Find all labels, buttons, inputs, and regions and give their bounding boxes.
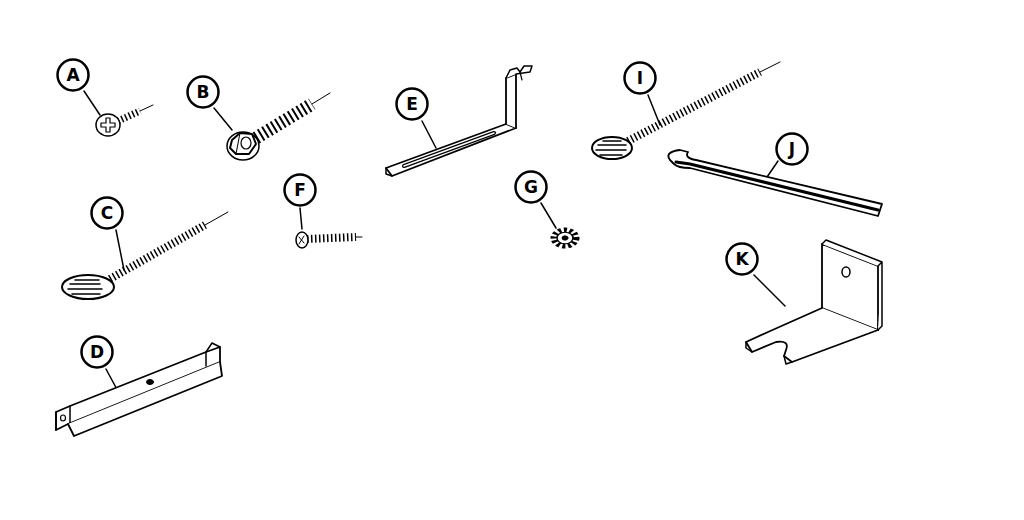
callout-ring [285,175,316,206]
callout-ring [92,198,123,229]
callout-ring [188,77,219,108]
callout-letter: A [66,67,79,84]
callout-circle: E [395,87,429,121]
callout-circle: B [186,75,220,109]
callout-ring [82,337,113,368]
slotted-bracket [386,66,532,176]
hex-washer-screw [227,93,330,160]
flat-head-screw [296,232,362,248]
callout-letter: B [197,84,210,101]
callout-letter: F [294,182,306,199]
callout-ring [58,60,89,91]
callout-letter: D [90,344,104,361]
callout-circle: J [775,132,809,166]
callout-letter: I [637,70,643,87]
callout-ring [777,134,808,165]
thumb-screw [62,212,228,299]
callout-ring [625,63,656,94]
callout-circle: F [283,173,317,207]
callout-ring [397,89,428,120]
callout-letter: C [101,205,113,222]
callout-letter: J [789,141,795,158]
callout-circle: G [514,170,548,204]
long-bracket [56,343,222,436]
callout-ring [516,172,547,203]
callout-circle: D [80,335,114,369]
forked-bracket [746,240,882,364]
callout-circle: I [623,61,657,95]
star-washer [554,230,576,246]
callout-circle: C [90,196,124,230]
callout-letter: K [735,251,748,268]
callout-letter: G [524,179,538,196]
callout-circle: K [725,242,759,276]
callout-letter: E [406,96,418,113]
thumb-screw [592,62,780,159]
callout-circle: A [56,58,90,92]
hex-key [668,150,882,216]
leader-lines [84,91,785,395]
callout-ring [727,244,758,275]
pan-head-screw [96,105,153,136]
